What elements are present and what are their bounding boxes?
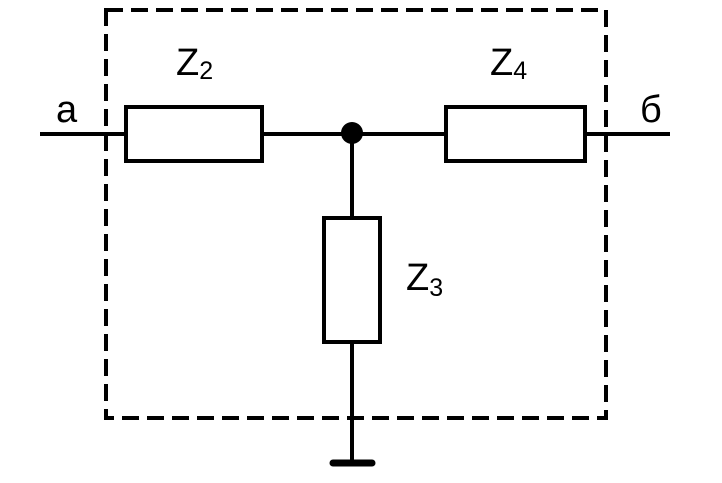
resistor-z3	[322, 216, 382, 344]
label-z2-index: 2	[199, 57, 213, 85]
label-z4-index: 4	[513, 57, 527, 85]
resistor-z2	[124, 105, 264, 163]
resistor-z4	[444, 105, 587, 163]
dashed-enclosure	[104, 8, 608, 420]
terminal-label-a: a	[56, 89, 78, 131]
label-z2: Z2	[176, 42, 213, 85]
label-z2-letter: Z	[176, 42, 199, 84]
label-z3-letter: Z	[406, 257, 429, 299]
label-z3-index: 3	[429, 274, 443, 302]
label-z3: Z3	[406, 257, 443, 302]
terminal-label-b: б	[640, 89, 662, 131]
label-z4: Z4	[490, 42, 527, 85]
label-z4-letter: Z	[490, 42, 513, 84]
junction-node	[341, 122, 363, 144]
